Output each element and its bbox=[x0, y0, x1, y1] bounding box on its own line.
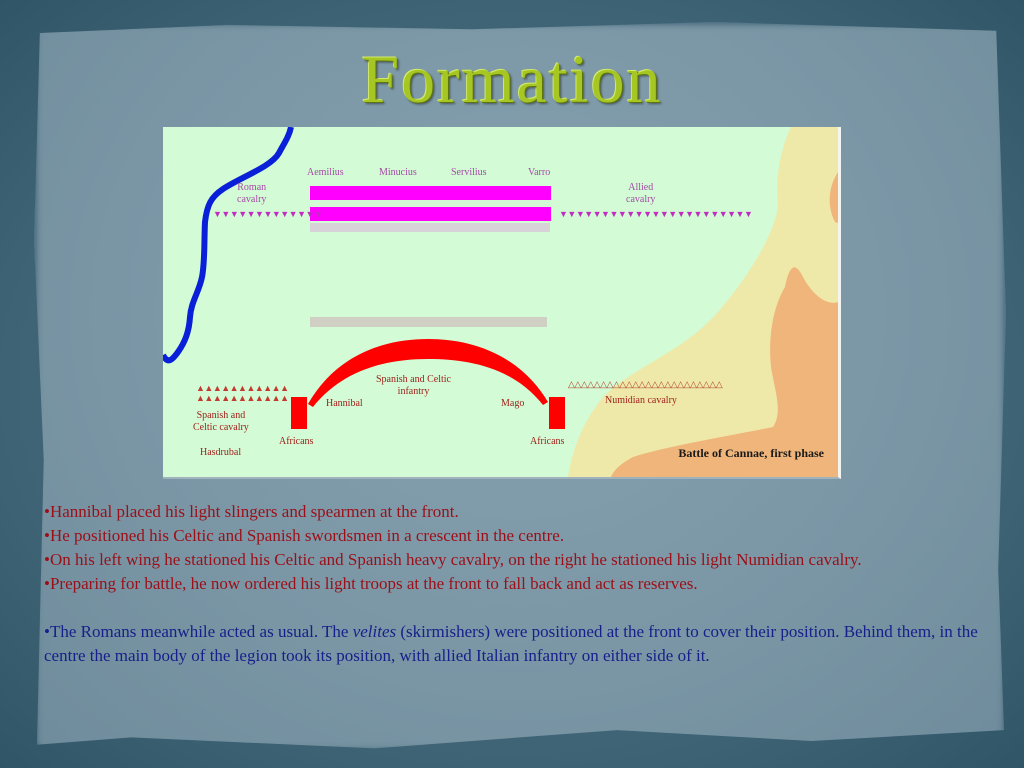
africans-left bbox=[291, 397, 307, 429]
crescent-infantry bbox=[308, 339, 548, 407]
bullet-3: •On his left wing he stationed his Celti… bbox=[44, 550, 862, 569]
slide-body-text: •Hannibal placed his light slingers and … bbox=[44, 500, 994, 668]
map-terrain bbox=[163, 127, 838, 477]
bullet-2: •He positioned his Celtic and Spanish sw… bbox=[44, 526, 565, 545]
label-roman-cavalry: Roman cavalry bbox=[237, 182, 267, 205]
label-hasdrubal: Hasdrubal bbox=[200, 447, 242, 458]
label-servilius: Servilius bbox=[451, 167, 487, 178]
spanish-celtic-cavalry-markers: ▲▲▲▲▲▲▲▲▲▲▲▲▲▲▲▲▲▲▲▲▲▲ bbox=[196, 383, 289, 403]
roman-velites bbox=[310, 223, 550, 232]
roman-line-2 bbox=[310, 207, 551, 221]
battle-map: ▼▼▼▼▼▼▼▼▼▼▼▼▼ ▼▼▼▼▼▼▼▼▼▼▼▼▼▼▼▼▼▼▼▼▼▼▼ ▲▲… bbox=[163, 127, 841, 479]
slide-title: Formation bbox=[361, 41, 663, 117]
hills-light-terrain bbox=[568, 127, 838, 477]
label-numidian-cavalry: Numidian cavalry bbox=[605, 395, 677, 406]
hills-dark-terrain bbox=[611, 267, 838, 477]
label-aemilius: Aemilius bbox=[307, 167, 344, 178]
label-africans-right: Africans bbox=[530, 436, 565, 447]
label-spanish-celtic-cavalry: Spanish and Celtic cavalry bbox=[193, 410, 249, 433]
roman-cavalry-markers: ▼▼▼▼▼▼▼▼▼▼▼▼▼ bbox=[213, 209, 323, 219]
label-mago: Mago bbox=[501, 398, 525, 409]
map-caption: Battle of Cannae, first phase bbox=[678, 446, 824, 460]
label-allied-cavalry: Allied cavalry bbox=[626, 182, 656, 205]
bullet-1: •Hannibal placed his light slingers and … bbox=[44, 502, 459, 521]
bullet-5-italic-term: velites bbox=[352, 622, 397, 641]
numidian-cavalry-markers: △△△△△△△△△△△△△△△△△△△△△△△△ bbox=[568, 379, 723, 389]
bullet-5-text-end: (skirmishers) were positioned at the fro… bbox=[44, 622, 978, 665]
label-varro: Varro bbox=[528, 167, 551, 178]
bullet-4: •Preparing for battle, he now ordered hi… bbox=[44, 574, 698, 593]
label-africans-left: Africans bbox=[279, 436, 314, 447]
allied-cavalry-markers: ▼▼▼▼▼▼▼▼▼▼▼▼▼▼▼▼▼▼▼▼▼▼▼ bbox=[559, 209, 753, 219]
carthaginian-skirmishers bbox=[310, 317, 547, 327]
spacer bbox=[44, 596, 994, 620]
label-hannibal: Hannibal bbox=[326, 398, 363, 409]
hills-dark-terrain-top bbox=[829, 172, 838, 223]
label-minucius: Minucius bbox=[379, 167, 417, 178]
bullet-5-text-start: •The Romans meanwhile acted as usual. Th… bbox=[44, 622, 353, 641]
river bbox=[163, 127, 294, 364]
label-spanish-celtic-infantry: Spanish and Celtic infantry bbox=[376, 374, 451, 397]
roman-line-1 bbox=[310, 186, 551, 200]
africans-right bbox=[549, 397, 565, 429]
bullet-5: •The Romans meanwhile acted as usual. Th… bbox=[44, 620, 994, 668]
